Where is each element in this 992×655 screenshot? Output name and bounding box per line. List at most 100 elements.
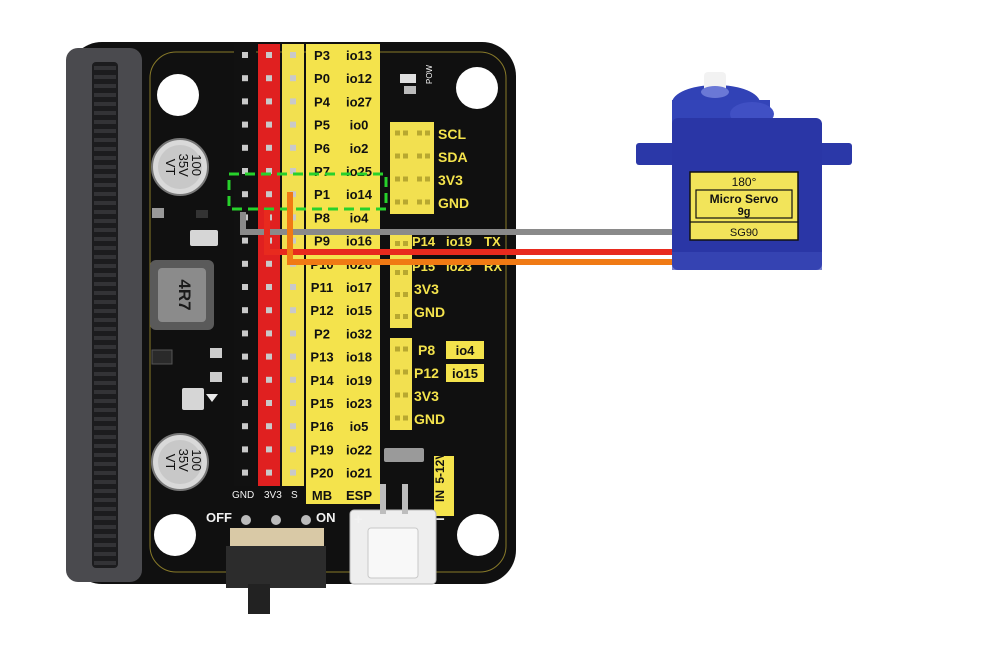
header-pin[interactable] [242, 260, 248, 267]
side-header-pin[interactable] [417, 176, 422, 182]
side-header-pin[interactable] [395, 346, 400, 352]
header-pin[interactable] [242, 284, 248, 290]
header-pin[interactable] [266, 260, 272, 267]
header-pin[interactable] [242, 400, 248, 406]
header-pin[interactable] [290, 446, 296, 453]
side-header-pin[interactable] [395, 130, 400, 136]
i2c-label: GND [438, 195, 469, 211]
switch-lever[interactable] [248, 584, 270, 614]
side-header-pin[interactable] [403, 130, 408, 136]
side-header-pin[interactable] [403, 346, 408, 352]
header-pin[interactable] [242, 307, 248, 314]
side-header-pin[interactable] [403, 292, 408, 297]
p12-label: P12 [414, 365, 439, 381]
header-pin[interactable] [290, 469, 296, 476]
header-pin[interactable] [242, 330, 248, 337]
header-pin[interactable] [290, 121, 296, 128]
slot-rib [94, 282, 116, 286]
side-header-pin[interactable] [403, 199, 408, 205]
header-pin[interactable] [266, 75, 272, 82]
header-pin[interactable] [242, 168, 248, 174]
header-pin[interactable] [242, 376, 248, 383]
side-header-pin[interactable] [395, 153, 400, 159]
header-pin[interactable] [290, 376, 296, 383]
side-header-pin[interactable] [395, 392, 400, 398]
slot-rib [94, 426, 116, 430]
header-pin[interactable] [266, 376, 272, 383]
side-header-pin[interactable] [403, 369, 408, 375]
header-pin[interactable] [242, 469, 248, 476]
header-pin[interactable] [242, 237, 248, 244]
power-switch[interactable]: OFF ON [206, 510, 336, 614]
side-header-pin[interactable] [425, 176, 430, 182]
header-pin[interactable] [290, 330, 296, 337]
side-header-pin[interactable] [395, 270, 400, 275]
slot-rib [94, 345, 116, 349]
slot-rib [94, 102, 116, 106]
side-header-pin[interactable] [403, 270, 408, 275]
side-header-pin[interactable] [395, 199, 400, 205]
side-header-pin[interactable] [417, 153, 422, 159]
header-pin[interactable] [266, 469, 272, 476]
side-header-pin[interactable] [403, 314, 408, 319]
side-header-pin[interactable] [395, 292, 400, 297]
header-pin[interactable] [290, 75, 296, 82]
header-pin[interactable] [266, 400, 272, 406]
side-header-pin[interactable] [395, 415, 400, 421]
header-pin[interactable] [290, 284, 296, 290]
esp-pin-label: io5 [350, 419, 369, 434]
header-pin[interactable] [290, 353, 296, 360]
header-pin[interactable] [242, 52, 248, 58]
mb-pin-label: P14 [310, 373, 334, 388]
header-pin[interactable] [266, 168, 272, 174]
header-pin[interactable] [242, 353, 248, 360]
header-pin[interactable] [290, 423, 296, 430]
header-pin[interactable] [266, 98, 272, 105]
header-pin[interactable] [290, 98, 296, 105]
header-pin[interactable] [266, 423, 272, 430]
header-pin[interactable] [266, 191, 272, 198]
slot-rib [94, 408, 116, 412]
side-header-pin[interactable] [395, 241, 400, 246]
header-pin[interactable] [266, 353, 272, 360]
uart-tx: TX [484, 234, 501, 249]
header-pin[interactable] [242, 191, 248, 198]
header-pin[interactable] [290, 52, 296, 58]
slot-rib [94, 561, 116, 565]
side-header-pin[interactable] [403, 153, 408, 159]
side-header-pin[interactable] [425, 199, 430, 205]
mb-pin-label: P8 [314, 210, 330, 225]
switch-body [226, 546, 326, 588]
side-header-pin[interactable] [425, 130, 430, 136]
side-header-pin[interactable] [403, 176, 408, 182]
header-pin[interactable] [290, 168, 296, 174]
header-pin[interactable] [242, 144, 248, 151]
side-header-pin[interactable] [403, 415, 408, 421]
side-header-pin[interactable] [425, 153, 430, 159]
header-pin[interactable] [266, 330, 272, 337]
header-pin[interactable] [242, 423, 248, 430]
side-header-pin[interactable] [417, 199, 422, 205]
header-pin[interactable] [290, 144, 296, 151]
mb-pin-label: P9 [314, 234, 330, 249]
header-pin[interactable] [266, 446, 272, 453]
header-pin[interactable] [266, 121, 272, 128]
header-pin[interactable] [242, 75, 248, 82]
header-pin[interactable] [290, 307, 296, 314]
header-pin[interactable] [266, 284, 272, 290]
header-pin[interactable] [290, 400, 296, 406]
header-pin[interactable] [266, 144, 272, 151]
header-pin[interactable] [266, 52, 272, 58]
side-header-pin[interactable] [395, 176, 400, 182]
header-pin[interactable] [242, 446, 248, 453]
side-header-pin[interactable] [403, 241, 408, 246]
esp-pin-label: io18 [346, 350, 372, 365]
side-header-pin[interactable] [395, 314, 400, 319]
side-header-pin[interactable] [417, 130, 422, 136]
header-pin[interactable] [242, 98, 248, 105]
header-pin[interactable] [242, 121, 248, 128]
side-header-pin[interactable] [395, 369, 400, 375]
header-pin[interactable] [266, 307, 272, 314]
esp-pin-label: io27 [346, 94, 372, 109]
side-header-pin[interactable] [403, 392, 408, 398]
